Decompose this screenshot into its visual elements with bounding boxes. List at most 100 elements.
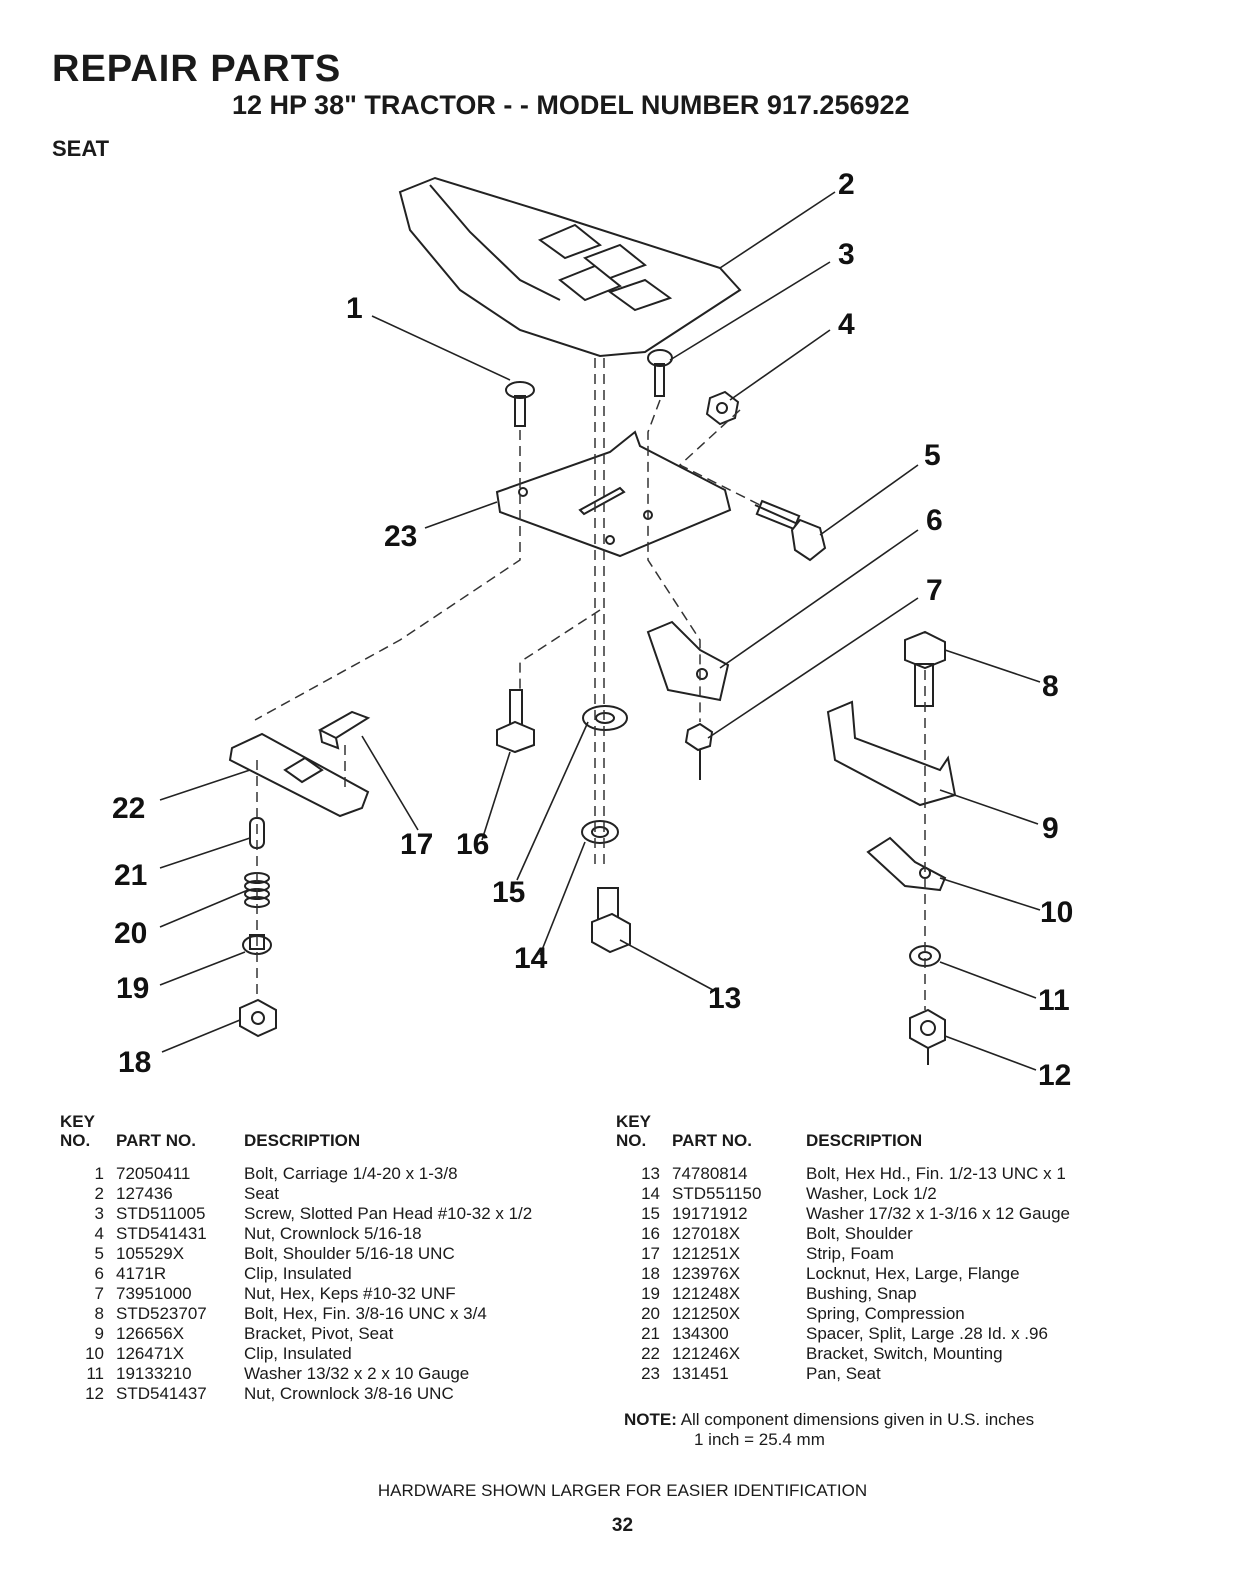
hardware-footnote: HARDWARE SHOWN LARGER FOR EASIER IDENTIF… [377, 1481, 868, 1500]
callout-21: 21 [114, 859, 147, 892]
part-no-cell: 19133210 [116, 1364, 192, 1383]
description-cell: Strip, Foam [806, 1244, 894, 1263]
description-cell: Bolt, Shoulder 5/16-18 UNC [244, 1244, 455, 1263]
part-no-header-right: PART NO. [672, 1131, 752, 1150]
exploded-parts-diagram: 1 2 3 4 5 6 7 8 9 10 11 12 13 14 15 16 1… [112, 168, 1073, 1092]
pan-head-screw-drawing [647, 349, 673, 397]
key-no-cell: 8 [94, 1304, 104, 1323]
part-no-cell: 127436 [116, 1184, 173, 1203]
callout-17: 17 [400, 828, 433, 861]
part-no-cell: STD541437 [116, 1384, 207, 1403]
part-no-cell: STD551150 [672, 1184, 762, 1203]
description-cell: Nut, Hex, Keps #10-32 UNF [244, 1284, 456, 1303]
part-no-header: PART NO. [116, 1131, 196, 1150]
key-no-cell: 6 [94, 1264, 104, 1283]
carriage-bolt-drawing [505, 381, 535, 427]
key-no-cell: 4 [94, 1224, 104, 1243]
shoulder-bolt-drawing [754, 499, 827, 562]
pivot-bracket-drawing [826, 700, 957, 807]
part-no-cell: 134300 [672, 1324, 729, 1343]
key-no-cell: 14 [641, 1184, 660, 1203]
key-no-cell: 16 [641, 1224, 660, 1243]
table-row: 18 123976X Locknut, Hex, Large, Flange [616, 1264, 1176, 1284]
description-cell: Bolt, Shoulder [806, 1224, 913, 1243]
part-no-cell: 123976X [672, 1264, 741, 1283]
description-header-right: DESCRIPTION [806, 1131, 923, 1150]
key-no-cell: 11 [86, 1364, 104, 1383]
crownlock-nut-12-drawing [909, 1008, 946, 1065]
key-no-cell: 13 [641, 1164, 660, 1183]
callout-4: 4 [838, 308, 855, 341]
lock-washer-drawing [581, 820, 619, 844]
key-no-cell: 17 [641, 1244, 660, 1263]
part-no-cell: 121250X [672, 1304, 741, 1323]
description-cell: Spacer, Split, Large .28 Id. x .96 [806, 1324, 1048, 1343]
key-no-cell: 10 [85, 1344, 104, 1363]
part-no-cell: STD511005 [116, 1204, 206, 1223]
part-no-cell: STD541431 [116, 1224, 207, 1243]
page-title: REPAIR PARTS [52, 48, 342, 90]
note-label: NOTE: [624, 1410, 677, 1429]
callout-15: 15 [492, 876, 525, 909]
part-no-cell: 121251X [672, 1244, 741, 1263]
key-no-cell: 22 [641, 1344, 660, 1363]
part-no-cell: STD523707 [116, 1304, 207, 1323]
description-cell: Bushing, Snap [806, 1284, 917, 1303]
hex-bolt-13-drawing [591, 887, 631, 954]
key-no-cell: 19 [641, 1284, 660, 1303]
model-subtitle: 12 HP 38" TRACTOR - - MODEL NUMBER 917.2… [232, 90, 910, 120]
switch-bracket-drawing [228, 732, 370, 818]
seat-drawing [398, 176, 742, 358]
part-no-cell: 131451 [672, 1364, 729, 1383]
key-no-header-right: KEY NO. [616, 1112, 651, 1150]
key-no-cell: 20 [641, 1304, 660, 1323]
clip-10-drawing [866, 836, 947, 892]
key-no-cell: 12 [85, 1384, 104, 1403]
part-no-cell: 105529X [116, 1244, 185, 1263]
insulated-clip-drawing [646, 620, 730, 702]
part-no-cell: 127018X [672, 1224, 741, 1243]
callout-19: 19 [116, 972, 149, 1005]
washer-15-drawing [582, 705, 628, 731]
foam-strip-drawing [317, 710, 371, 750]
description-header: DESCRIPTION [244, 1131, 361, 1150]
description-cell: Bracket, Pivot, Seat [244, 1324, 394, 1343]
table-row: 2 127436 Seat [60, 1184, 580, 1204]
note-conversion: 1 inch = 25.4 mm [694, 1430, 825, 1449]
key-no-cell: 7 [94, 1284, 104, 1303]
description-cell: Screw, Slotted Pan Head #10-32 x 1/2 [244, 1204, 533, 1223]
key-no-header: KEY NO. [60, 1112, 95, 1150]
callout-6: 6 [926, 504, 943, 537]
callout-22: 22 [112, 792, 145, 825]
description-cell: Pan, Seat [806, 1364, 881, 1383]
keps-nut-drawing [684, 722, 714, 780]
callout-18: 18 [118, 1046, 151, 1079]
description-cell: Washer 13/32 x 2 x 10 Gauge [244, 1364, 470, 1383]
callout-8: 8 [1042, 670, 1059, 703]
part-no-cell: 126471X [116, 1344, 185, 1363]
key-no-cell: 15 [641, 1204, 660, 1223]
key-no-cell: 2 [94, 1184, 104, 1203]
description-cell: Washer, Lock 1/2 [806, 1184, 937, 1203]
description-cell: Seat [244, 1184, 279, 1203]
key-no-cell: 9 [94, 1324, 104, 1343]
callout-11: 11 [1038, 984, 1070, 1017]
hex-bolt-drawing [904, 630, 946, 707]
description-cell: Locknut, Hex, Large, Flange [806, 1264, 1020, 1283]
description-cell: Bolt, Carriage 1/4-20 x 1-3/8 [244, 1164, 458, 1183]
key-no-cell: 18 [641, 1264, 660, 1283]
description-cell: Bracket, Switch, Mounting [806, 1344, 1003, 1363]
